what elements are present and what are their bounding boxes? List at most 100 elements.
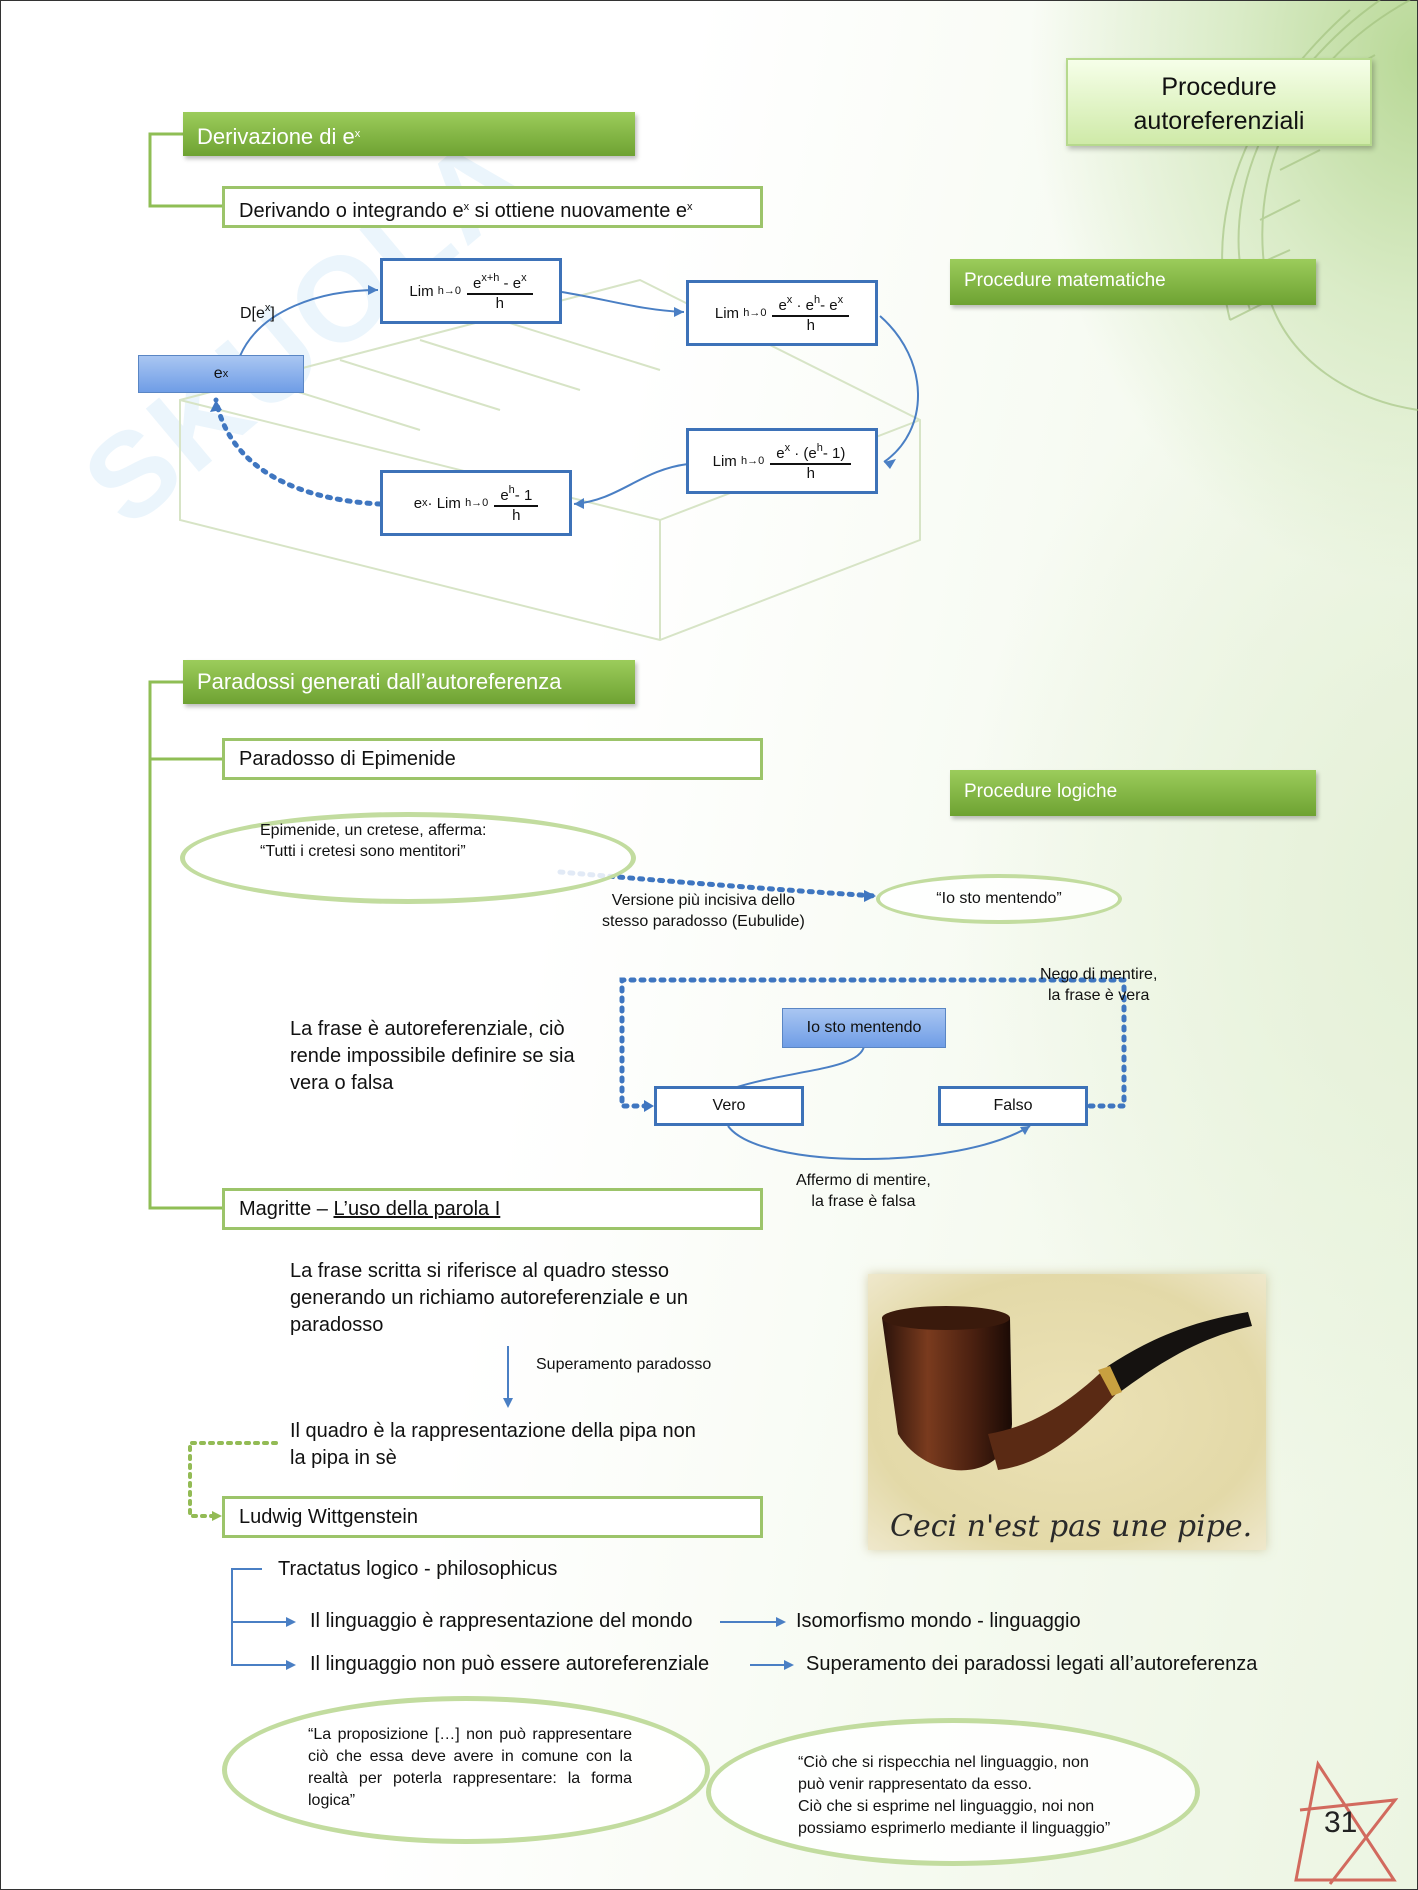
quadro-line-1: Il quadro è la rappresentazione della pi… <box>290 1420 696 1442</box>
title-line-1: Procedure <box>1161 73 1277 101</box>
statement-exp-2: x <box>687 201 693 213</box>
fraction-3: ex · (eh- 1)h <box>770 439 852 483</box>
explanation-line-3: vera o falsa <box>290 1072 394 1094</box>
quote-1-text: “La proposizione […] non può rappresenta… <box>308 1726 632 1809</box>
version-label: Versione più incisiva dello stesso parad… <box>602 890 805 932</box>
liar-quote: “Io sto mentendo” <box>936 890 1062 907</box>
ex-start-base: e <box>213 365 223 382</box>
wittgenstein-text: Ludwig Wittgenstein <box>239 1506 418 1528</box>
superamento-label: Superamento paradosso <box>536 1356 712 1373</box>
wittgenstein-box: Ludwig Wittgenstein <box>222 1496 763 1538</box>
f1-a: e <box>473 275 482 292</box>
version-label-line-1: Versione più incisiva dello <box>611 892 795 909</box>
f2-sup2: h <box>813 294 821 306</box>
nego-line-2: la frase è vera <box>1048 987 1150 1004</box>
liar-statement-text: Io sto mentendo <box>806 1019 922 1036</box>
section-paradossi-title: Paradossi generati dall’autoreferenza <box>197 669 562 694</box>
ex-start-exp: x <box>222 368 229 380</box>
f2-sup3: x <box>837 294 844 306</box>
magritte-name: Magritte – <box>239 1198 334 1220</box>
f1-sup2: x <box>521 272 527 284</box>
lim-sub-1: h→0 <box>437 285 461 297</box>
true-box: Vero <box>654 1086 804 1126</box>
f1-b: - e <box>499 275 522 292</box>
autoreferential-explanation: La frase è autoreferenziale, ciò rende i… <box>290 1016 575 1097</box>
magritte-line-2: generando un richiamo autoreferenziale e… <box>290 1287 689 1309</box>
linguaggio-2-result: Superamento dei paradossi legati all’aut… <box>806 1653 1258 1675</box>
page-number: 31 <box>1324 1806 1358 1839</box>
f2-a: e <box>778 297 787 314</box>
f3-c: - 1) <box>822 445 846 462</box>
explanation-line-1: La frase è autoreferenziale, ciò <box>290 1018 565 1040</box>
magritte-pipe-painting: Ceci n'est pas une pipe. <box>868 1274 1266 1550</box>
quote-2-line-2: può venir rappresentato da esso. <box>798 1776 1032 1793</box>
linguaggio-1-result: Isomorfismo mondo - linguaggio <box>796 1610 1081 1632</box>
fraction-2-num: ex · eh- ex <box>772 291 850 317</box>
statement-part-2: si ottiene nuovamente e <box>469 200 688 222</box>
f2-b: · e <box>792 297 814 314</box>
quote-2-text: “Ciò che si rispecchia nel linguaggio, n… <box>798 1752 1110 1840</box>
derivative-label: D[ex] <box>240 298 275 324</box>
magritte-explanation: La frase scritta si riferisce al quadro … <box>290 1258 688 1339</box>
magritte-work-link[interactable]: L’uso della parola I <box>333 1198 501 1220</box>
f4-a: e <box>500 487 509 504</box>
statement-part-1: Derivando o integrando e <box>239 200 464 222</box>
epimenide-quote: Epimenide, un cretese, afferma: “Tutti i… <box>260 820 487 862</box>
pipe-caption: Ceci n'est pas une pipe. <box>890 1509 1252 1544</box>
f3-a: e <box>776 445 785 462</box>
quote-1-ellipse <box>222 1696 710 1844</box>
affermo-line-1: Affermo di mentire, <box>796 1172 931 1189</box>
affermo-label: Affermo di mentire, la frase è falsa <box>796 1170 931 1212</box>
fraction-2-den: h <box>806 317 815 334</box>
title-line-2: autoreferenziali <box>1133 107 1305 135</box>
quadro-explanation: Il quadro è la rappresentazione della pi… <box>290 1418 696 1472</box>
statement-exp-1: x <box>463 201 470 213</box>
epimenide-quote-line-2: “Tutti i cretesi sono mentitori” <box>260 843 466 860</box>
version-label-line-2: stesso paradosso (Eubulide) <box>602 913 805 930</box>
epimenide-box: Paradosso di Epimenide <box>222 738 763 780</box>
magritte-line-1: La frase scritta si riferisce al quadro … <box>290 1260 670 1282</box>
magritte-box: Magritte – L’uso della parola I <box>222 1188 763 1230</box>
title-box: Procedure autoreferenziali <box>1066 58 1372 146</box>
fraction-3-num: ex · (eh- 1) <box>770 439 852 465</box>
section-derivazione-header: Derivazione di ex <box>183 112 635 156</box>
lim-word-3: Lim <box>712 452 737 470</box>
true-text: Vero <box>712 1097 746 1114</box>
fraction-3-den: h <box>806 465 815 482</box>
lim-sub-2: h→0 <box>743 307 767 319</box>
f2-sup: x <box>786 294 793 306</box>
f3-sup: x <box>784 442 791 454</box>
liar-statement-box: Io sto mentendo <box>782 1008 946 1048</box>
f3-b: · (e <box>790 445 817 462</box>
f1-sup: x+h <box>481 272 500 284</box>
liar-quote-ellipse <box>876 874 1122 924</box>
fraction-4-den: h <box>512 507 521 524</box>
f2-c: - e <box>820 297 838 314</box>
quadro-line-2: la pipa in sè <box>290 1447 397 1469</box>
derivative-label-end: ] <box>270 305 275 322</box>
f3-sup2: h <box>816 442 823 454</box>
linguaggio-2: Il linguaggio non può essere autoreferen… <box>310 1653 710 1675</box>
affermo-line-2: la frase è falsa <box>811 1193 916 1210</box>
limit-step-3: Lim h→0 ex · (eh- 1)h <box>686 428 878 494</box>
f4-pre: e <box>413 494 423 512</box>
label-procedure-matematiche: Procedure matematiche <box>950 259 1316 305</box>
false-box: Falso <box>938 1086 1088 1126</box>
quote-2-line-4: possiamo esprimerlo mediante il linguagg… <box>798 1820 1111 1837</box>
linguaggio-1: Il linguaggio è rappresentazione del mon… <box>310 1610 693 1632</box>
pipe-illustration: Ceci n'est pas une pipe. <box>882 1306 1252 1544</box>
section-paradossi-header: Paradossi generati dall’autoreferenza <box>183 660 635 704</box>
derivative-label-sup: x <box>264 302 271 314</box>
quote-2-line-3: Ciò che si esprime nel linguaggio, noi n… <box>798 1798 1095 1815</box>
exponent-x: x <box>354 128 361 140</box>
section-derivazione-title: Derivazione di e <box>197 124 355 149</box>
magritte-line-3: paradosso <box>290 1314 384 1336</box>
f4-pre-end: · Lim <box>427 494 461 512</box>
